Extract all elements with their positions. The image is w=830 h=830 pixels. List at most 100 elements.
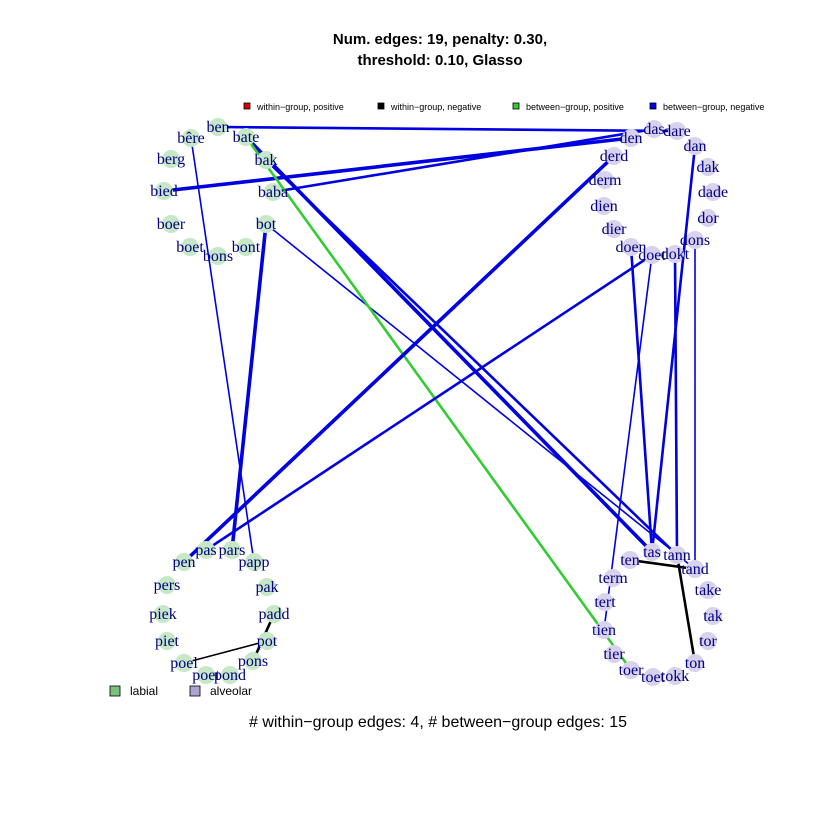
node-label: tert (594, 594, 616, 611)
node-marker (162, 150, 180, 168)
node-marker (699, 581, 717, 599)
title-line-1: Num. edges: 19, penalty: 0.30, (333, 31, 547, 48)
node-padd: padd (258, 605, 290, 623)
node-bot: bot (256, 215, 277, 233)
node-label: das (643, 121, 664, 138)
legend-swatch-between-negative (649, 102, 657, 110)
node-label: doen (615, 239, 646, 256)
node-bak: bak (254, 151, 278, 169)
node-label: bot (256, 216, 277, 233)
node-bont: bont (232, 238, 261, 256)
node-label: pond (214, 667, 246, 684)
node-marker (258, 578, 276, 596)
node-poet: poet (192, 666, 220, 684)
node-label: bons (203, 248, 233, 265)
edge-doen-tas (629, 245, 654, 554)
node-marker (622, 238, 640, 256)
node-den: den (619, 129, 643, 147)
node-doet: doet (638, 246, 666, 264)
node-berg: berg (157, 150, 185, 168)
node-label: bied (150, 183, 178, 200)
node-marker (686, 654, 704, 672)
node-label: tor (699, 633, 717, 650)
node-marker (699, 209, 717, 227)
node-marker (237, 128, 255, 146)
group-swatch-labial (109, 685, 121, 697)
node-bons: bons (203, 247, 233, 265)
node-marker (244, 652, 262, 670)
legend-swatch-between-positive (512, 102, 520, 110)
node-das: das (643, 120, 665, 138)
node-label: dor (697, 210, 719, 227)
node-marker (621, 551, 639, 569)
node-marker (704, 607, 722, 625)
group-label-labial: labial (130, 684, 158, 698)
legend-label-between-positive: between−group, positive (526, 102, 624, 112)
node-dor: dor (697, 209, 719, 227)
node-marker (596, 593, 614, 611)
node-marker (699, 158, 717, 176)
node-marker (158, 632, 176, 650)
node-marker (666, 667, 684, 685)
node-marker (605, 645, 623, 663)
node-label: dare (663, 123, 691, 140)
node-label: toer (619, 662, 645, 679)
legend-label-within-negative: within−group, negative (390, 102, 481, 112)
node-label: boer (157, 216, 186, 233)
legend-swatch-within-negative (377, 102, 385, 110)
node-marker (264, 183, 282, 201)
node-bied: bied (150, 182, 178, 200)
edge-bot-tand (265, 223, 696, 570)
node-tier: tier (603, 645, 625, 663)
node-pars: pars (219, 541, 246, 559)
node-term: term (598, 569, 628, 587)
node-label: padd (258, 606, 289, 623)
node-tert: tert (594, 593, 616, 611)
node-papp: papp (238, 553, 270, 571)
legend-label-within-positive: within−group, positive (256, 102, 344, 112)
node-derm: derm (589, 171, 622, 189)
node-label: dan (683, 138, 706, 155)
node-derd: derd (600, 147, 628, 165)
node-label: bate (233, 129, 260, 146)
node-marker (595, 197, 613, 215)
node-pot: pot (257, 632, 278, 650)
node-marker (686, 560, 704, 578)
node-marker (223, 541, 241, 559)
node-label: tak (703, 608, 723, 625)
legend-label-between-negative: between−group, negative (663, 102, 764, 112)
node-poel: poel (170, 654, 198, 672)
node-label: pot (257, 633, 278, 650)
node-dare: dare (663, 122, 691, 140)
edge-legend: within−group, positive within−group, nega… (243, 102, 764, 112)
node-label: pas (195, 542, 216, 559)
node-label: dien (590, 198, 618, 215)
node-dak: dak (696, 158, 720, 176)
group-label-alveolar: alveolar (210, 684, 252, 698)
edge-count-footer: # within−group edges: 4, # between−group… (249, 714, 627, 731)
node-marker (209, 118, 227, 136)
node-marker (237, 238, 255, 256)
node-dade: dade (698, 183, 728, 201)
node-label: pars (219, 542, 246, 559)
node-label: toet (641, 669, 666, 686)
node-label: baba (258, 184, 288, 201)
node-marker (596, 171, 614, 189)
edge-tann-ton (675, 553, 697, 665)
edge-bot-pars (230, 222, 268, 552)
node-tor: tor (699, 632, 718, 650)
node-marker (604, 569, 622, 587)
edge-pas-doet (204, 253, 654, 552)
node-pons: pons (238, 652, 268, 670)
node-marker (245, 553, 263, 571)
node-label: ton (685, 655, 705, 672)
node-tien: tien (592, 621, 616, 639)
node-tak: tak (703, 607, 723, 625)
node-marker (645, 120, 663, 138)
node-label: ten (620, 552, 640, 569)
node-label: papp (238, 554, 269, 571)
node-label: doet (638, 247, 666, 264)
node-marker (643, 246, 661, 264)
node-marker (605, 147, 623, 165)
